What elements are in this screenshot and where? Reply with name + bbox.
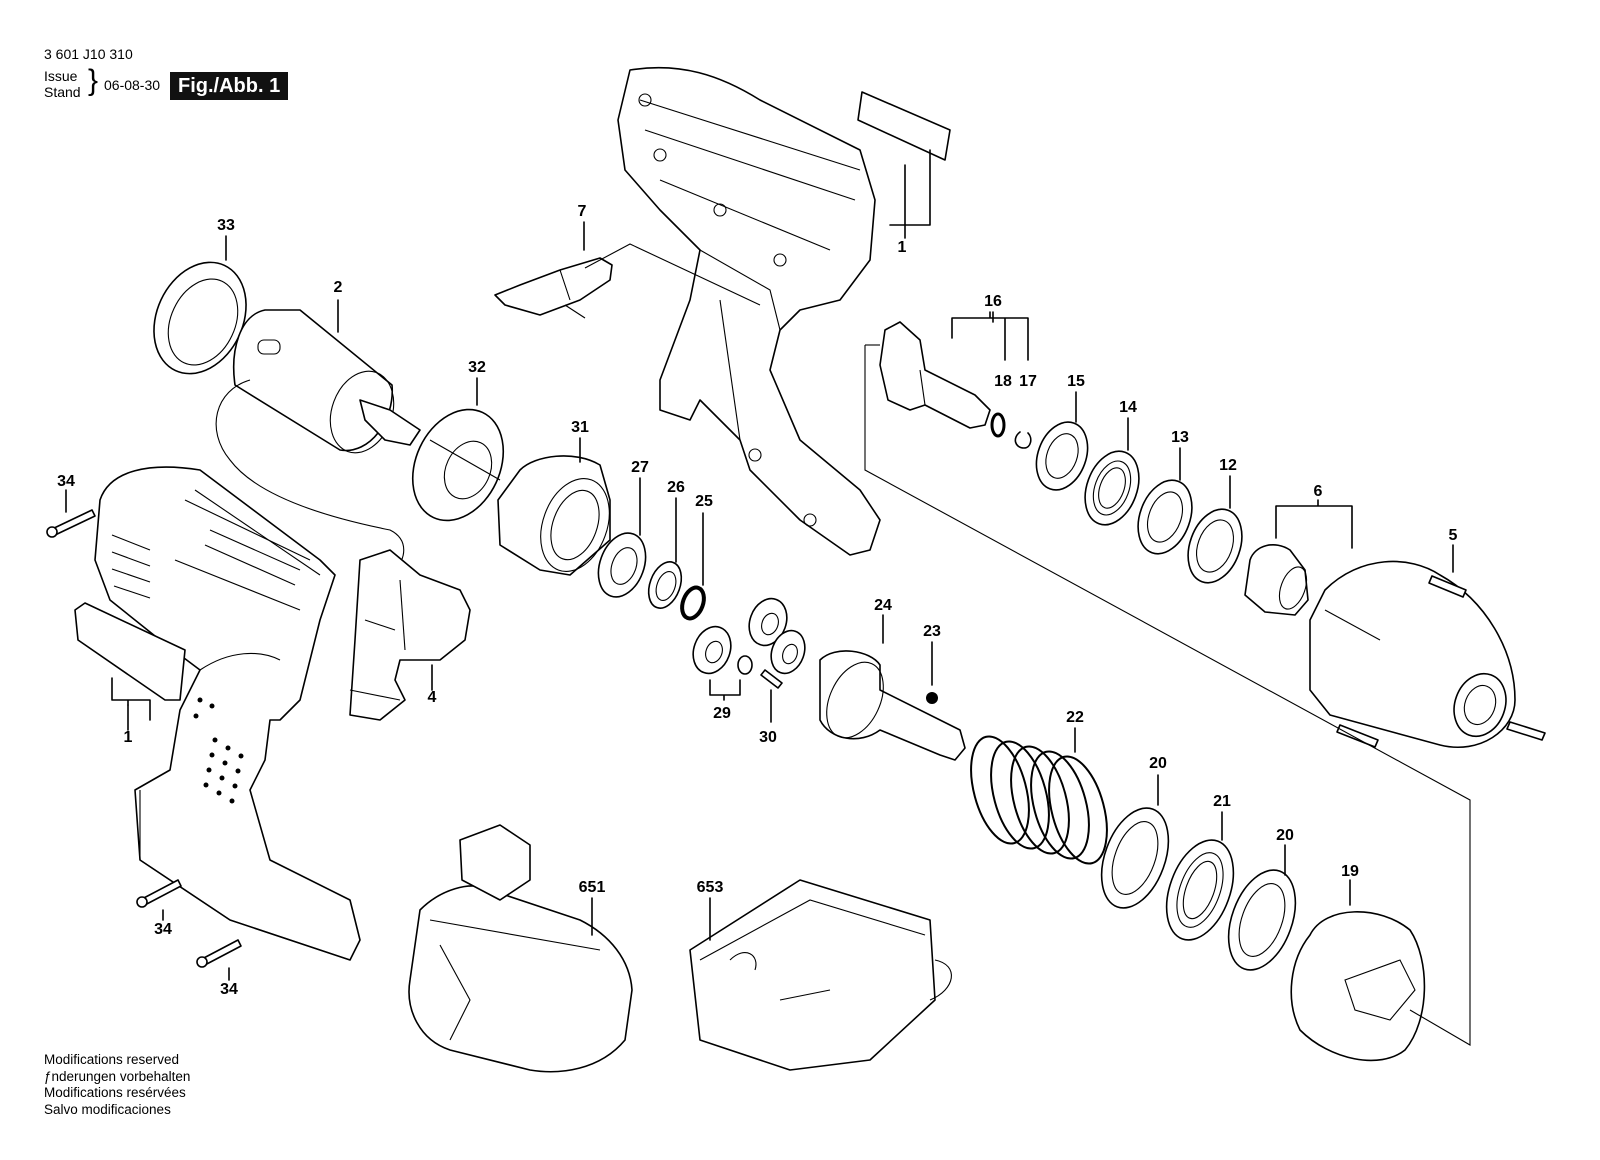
washer-20-upper-drawing xyxy=(1100,807,1170,909)
part-number-label: 651 xyxy=(579,879,606,896)
part-number-label: 23 xyxy=(923,623,941,640)
pin-30-drawing xyxy=(760,669,783,689)
part-number-label: 16 xyxy=(984,293,1002,310)
housing-left-drawing xyxy=(94,466,361,961)
oring-18-drawing xyxy=(990,412,1006,438)
screw-34-drawings xyxy=(46,509,242,968)
issue-date: 06-08-30 xyxy=(104,77,161,93)
ring-33-drawing xyxy=(153,261,247,375)
part-number-label: 2 xyxy=(334,279,343,296)
note-line: Modifications resérvées xyxy=(44,1085,186,1100)
anvil-16-drawing xyxy=(879,321,991,429)
planet-gears-29-drawing xyxy=(692,597,806,675)
part-number-label: 1 xyxy=(898,239,907,256)
label-plate-left xyxy=(74,602,186,701)
part-number-label: 20 xyxy=(1276,827,1294,844)
part-number-label: 13 xyxy=(1171,429,1189,446)
hammer-19-drawing xyxy=(1290,911,1426,1062)
part-number-label: 27 xyxy=(631,459,649,476)
spindle-24-drawing xyxy=(819,650,966,761)
note-line: ƒnderungen vorbehalten xyxy=(44,1068,191,1084)
figure-label: Fig./Abb. 1 xyxy=(170,72,289,100)
washer-15-drawing xyxy=(1035,421,1089,491)
motor-2-drawing xyxy=(215,309,421,571)
bearing-27-drawing xyxy=(597,532,647,598)
housing-right-drawing xyxy=(617,66,881,556)
part-number-label: 24 xyxy=(874,597,892,614)
part-number-label: 6 xyxy=(1314,483,1323,500)
part-number: 3 601 J10 310 xyxy=(44,46,133,62)
washer-12-drawing xyxy=(1187,508,1243,584)
endcap-32-drawing xyxy=(411,408,505,522)
bushing-6-drawing xyxy=(1244,544,1309,616)
part-number-label: 15 xyxy=(1067,373,1085,390)
part-number-label: 1 xyxy=(124,729,133,746)
switch-4-drawing xyxy=(349,549,471,721)
charger-653-drawing xyxy=(689,879,952,1071)
issue-label: Issue xyxy=(44,68,78,84)
part-number-label: 4 xyxy=(428,689,437,706)
front-housing-5-drawing xyxy=(1309,560,1516,748)
part-number-label: 17 xyxy=(1019,373,1037,390)
stand-label: Stand xyxy=(44,84,81,100)
label-plate-right xyxy=(857,91,951,161)
part-number-label: 34 xyxy=(154,921,172,938)
circlip-17-drawing xyxy=(1014,431,1032,449)
part-number-label: 5 xyxy=(1449,527,1458,544)
part-number-label: 34 xyxy=(57,473,75,490)
part-number-label: 32 xyxy=(468,359,486,376)
ball-23-drawing xyxy=(926,692,938,704)
thrust-bearing-21-drawing xyxy=(1165,839,1235,941)
oring-25-drawing xyxy=(680,585,706,621)
battery-651-drawing xyxy=(408,824,633,1073)
part-number-label: 33 xyxy=(217,217,235,234)
note-line: Modifications reserved xyxy=(44,1052,180,1067)
washer-20-lower-drawing xyxy=(1227,869,1297,971)
switch-lever-drawing xyxy=(494,257,613,319)
needle-bearing-14-drawing xyxy=(1084,450,1140,526)
part-number-label: 12 xyxy=(1219,457,1237,474)
brace-glyph: } xyxy=(88,64,99,97)
part-number-label: 653 xyxy=(697,879,724,896)
washer-13-drawing xyxy=(1137,479,1193,555)
leader-line-1-left xyxy=(111,677,151,721)
part-number-label: 31 xyxy=(571,419,589,436)
part-number-label: 29 xyxy=(713,705,731,722)
part-number-label: 19 xyxy=(1341,863,1359,880)
part-number-label: 18 xyxy=(994,373,1012,390)
ring-gear-31-drawing xyxy=(497,455,611,576)
part-number-label: 22 xyxy=(1066,709,1084,726)
part-number-label: 34 xyxy=(220,981,238,998)
screw-5-drawings xyxy=(1336,575,1546,748)
part-number-label: 25 xyxy=(695,493,713,510)
part-number-label: 21 xyxy=(1213,793,1231,810)
part-number-label: 26 xyxy=(667,479,685,496)
modifications-notes: Modifications reserved ƒnderungen vorbeh… xyxy=(44,1052,190,1118)
part-number-label: 20 xyxy=(1149,755,1167,772)
spring-22-drawing xyxy=(970,735,1108,865)
note-line: Salvo modificaciones xyxy=(44,1101,171,1117)
part-number-label: 14 xyxy=(1119,399,1137,416)
part-number-label: 7 xyxy=(578,203,587,220)
part-number-label: 30 xyxy=(759,729,777,746)
washer-26-drawing xyxy=(647,561,683,609)
